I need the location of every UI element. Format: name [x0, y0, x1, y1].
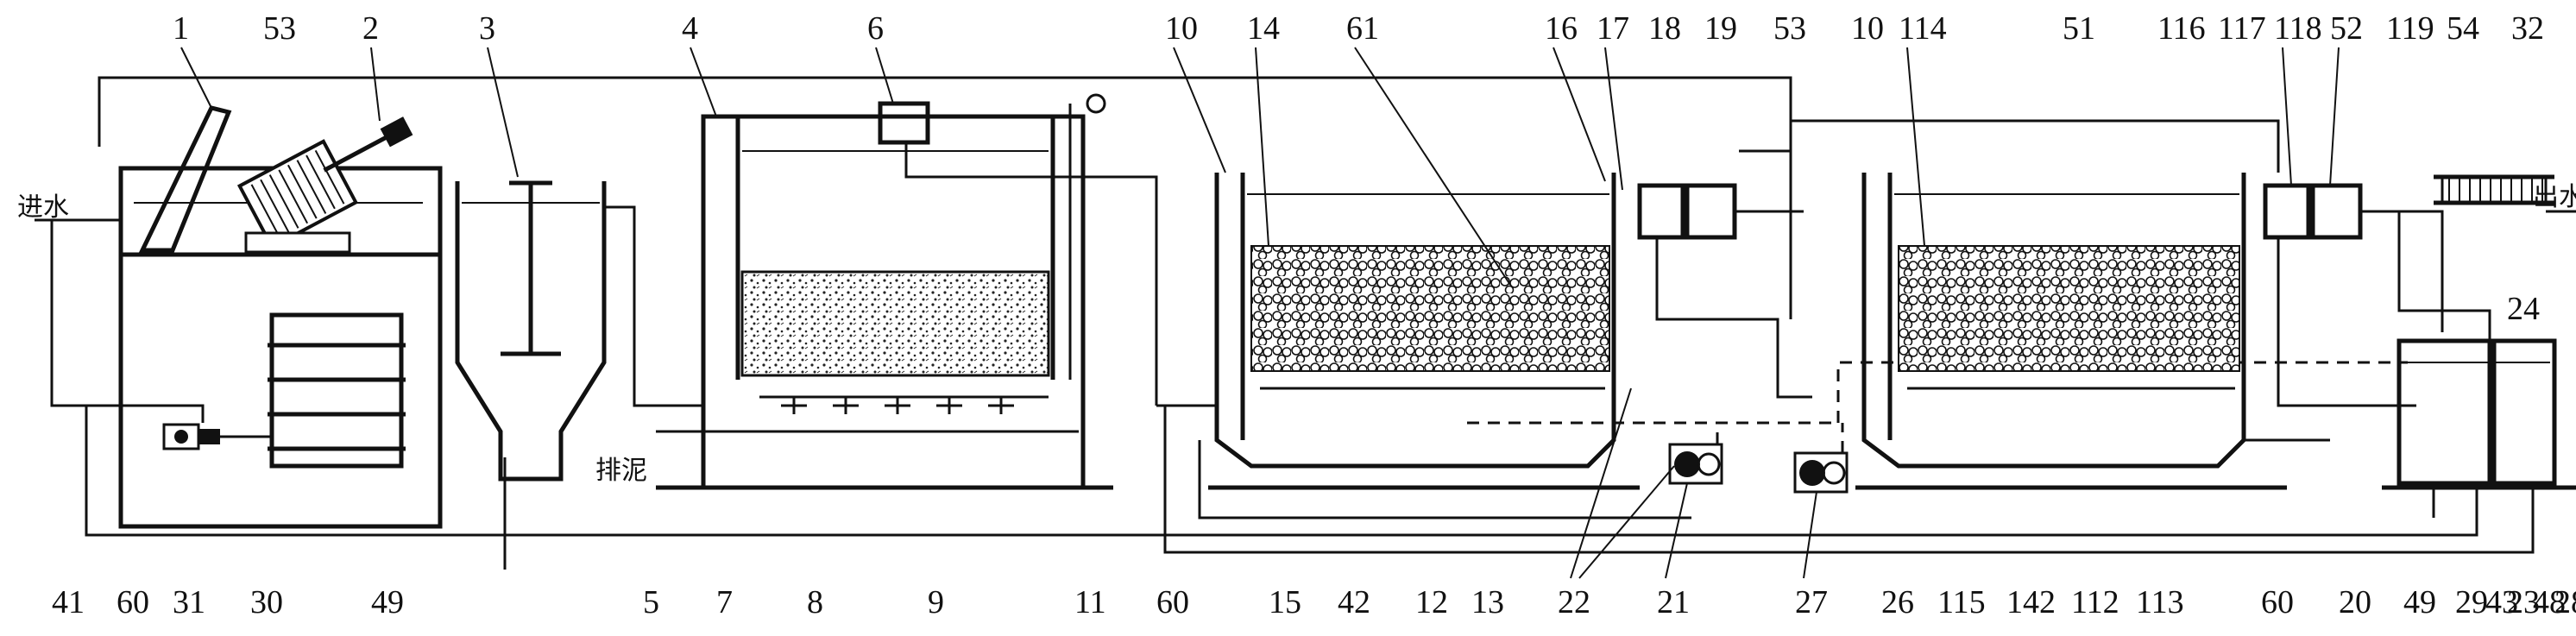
part-number: 27 [1795, 584, 1828, 620]
part-number: 142 [2006, 584, 2056, 620]
part-number: 41 [52, 584, 85, 620]
part-number: 19 [1704, 10, 1737, 47]
part-number: 18 [1648, 10, 1681, 47]
part-number: 53 [263, 10, 296, 47]
part-number: 60 [2261, 584, 2294, 620]
part-number: 10 [1165, 10, 1198, 47]
part-number-labels: 1 53 2 3 4 6 10 14 61 16 17 18 19 53 10 … [52, 10, 2576, 620]
leader-lines [180, 47, 2340, 579]
intermediate-tanks [1637, 183, 1812, 399]
part-number: 28 [2554, 584, 2576, 620]
part-number: 117 [2218, 10, 2266, 47]
part-number: 51 [2063, 10, 2095, 47]
part-number: 9 [928, 584, 944, 620]
part-number: 11 [1074, 584, 1106, 620]
blower-21 [1668, 443, 1723, 485]
part-number: 24 [2507, 291, 2540, 327]
part-number: 7 [716, 584, 733, 620]
part-number: 5 [643, 584, 659, 620]
part-number: 30 [250, 584, 283, 620]
sand-filter-tank [656, 93, 1158, 490]
part-number: 116 [2157, 10, 2206, 47]
part-number: 17 [1597, 10, 1629, 47]
part-number: 48 [2533, 584, 2566, 620]
part-number: 31 [173, 584, 205, 620]
part-number: 26 [1881, 584, 1914, 620]
part-number: 21 [1657, 584, 1690, 620]
part-number: 1 [173, 10, 189, 47]
part-number: 16 [1545, 10, 1578, 47]
part-number: 10 [1851, 10, 1884, 47]
part-number: 60 [1156, 584, 1189, 620]
part-number: 2 [362, 10, 379, 47]
part-number: 119 [2386, 10, 2434, 47]
part-number: 60 [117, 584, 149, 620]
bottom-return-pipe [85, 406, 2535, 554]
part-number: 29 [2455, 584, 2488, 620]
regulating-tank [35, 105, 443, 529]
part-number: 49 [2403, 584, 2436, 620]
part-number: 4 [682, 10, 698, 47]
part-number: 23 [2507, 584, 2540, 620]
bioreactor-2 [1789, 119, 2416, 490]
clear-water-tanks [2360, 210, 2576, 490]
aerator-heads [781, 397, 1014, 414]
part-number: 118 [2274, 10, 2322, 47]
part-number: 53 [1773, 10, 1806, 47]
blower-27 [1793, 451, 1849, 494]
part-number: 113 [2136, 584, 2184, 620]
part-number: 43 [2485, 584, 2518, 620]
part-number: 15 [1269, 584, 1301, 620]
inlet-water-label: 进水 [17, 192, 69, 223]
part-number: 115 [1937, 584, 1986, 620]
part-number: 13 [1471, 584, 1504, 620]
part-number: 42 [1338, 584, 1370, 620]
part-number: 22 [1558, 584, 1590, 620]
part-number: 112 [2071, 584, 2119, 620]
part-number: 6 [867, 10, 884, 47]
part-number: 52 [2330, 10, 2363, 47]
part-number: 12 [1415, 584, 1448, 620]
part-number: 8 [807, 584, 823, 620]
bioreactor-1 [1156, 173, 1691, 520]
part-number: 14 [1247, 10, 1280, 47]
top-return-pipe [98, 76, 1792, 153]
uv-unit [2399, 174, 2576, 213]
part-number: 49 [371, 584, 404, 620]
outlet-water-label: 出水 [2533, 182, 2576, 212]
part-number: 54 [2447, 10, 2479, 47]
part-number: 3 [479, 10, 495, 47]
sludge-discharge-label: 排泥 [595, 456, 647, 486]
part-number: 61 [1346, 10, 1379, 47]
settling-tank [455, 180, 682, 570]
part-number: 20 [2339, 584, 2371, 620]
part-number: 114 [1899, 10, 1947, 47]
part-number: 32 [2511, 10, 2544, 47]
